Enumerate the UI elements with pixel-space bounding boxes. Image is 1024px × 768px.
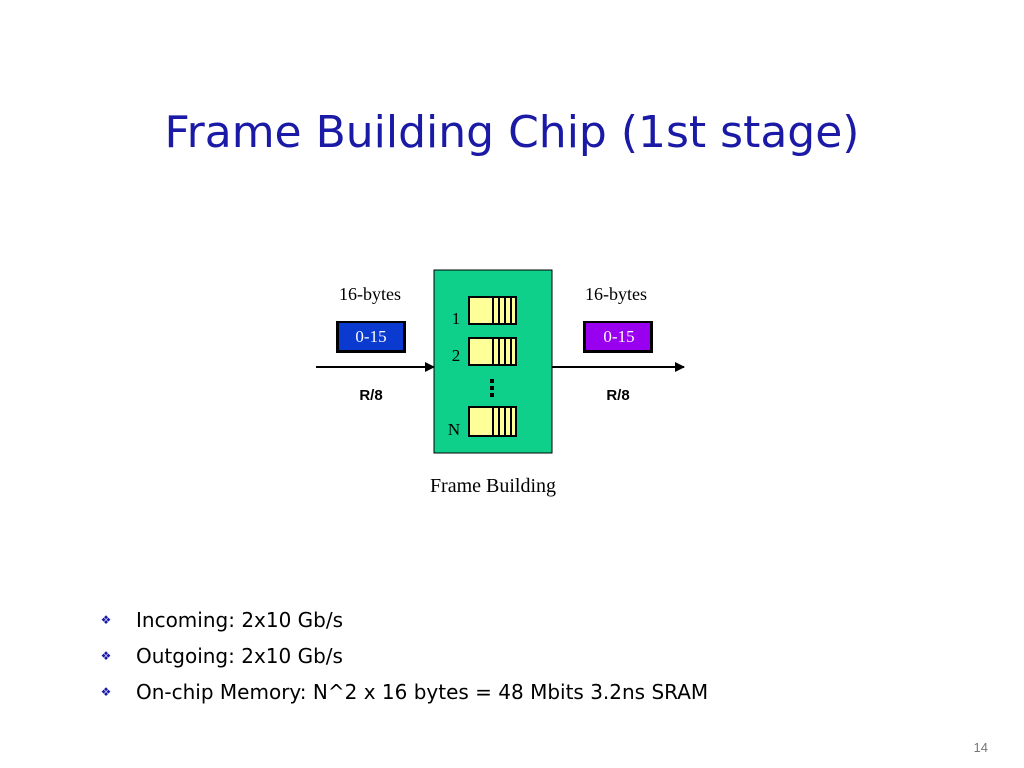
bullet-item: ❖ Outgoing: 2x10 Gb/s [98, 638, 708, 674]
output-rate-label: R/8 [606, 387, 629, 404]
diamond-bullet-icon: ❖ [100, 613, 112, 627]
input-range-box-fill [339, 323, 403, 350]
output-range-label: 0-15 [603, 327, 634, 346]
queue-label-2: 2 [452, 346, 461, 365]
queue-label-n: N [448, 420, 460, 439]
bullet-text: Incoming: 2x10 Gb/s [136, 608, 344, 632]
bullet-list: ❖ Incoming: 2x10 Gb/s ❖ Outgoing: 2x10 G… [98, 602, 709, 710]
queue-ellipsis-dots [490, 379, 494, 397]
bullet-item: ❖ Incoming: 2x10 Gb/s [98, 602, 708, 638]
chip-caption: Frame Building [430, 475, 556, 497]
queue-label-1: 1 [452, 309, 461, 328]
queue-buffer-1 [468, 296, 517, 325]
input-range-label: 0-15 [355, 327, 386, 346]
bullet-item: ❖ On-chip Memory: N^2 x 16 bytes = 48 Mb… [98, 674, 709, 710]
diamond-bullet-icon: ❖ [100, 649, 112, 663]
bullet-text: Outgoing: 2x10 Gb/s [136, 644, 343, 668]
queue-buffer-n [468, 406, 517, 437]
output-size-label: 16-bytes [585, 284, 647, 304]
queue-buffer-2 [468, 337, 517, 366]
output-range-box-fill [586, 323, 650, 350]
slide-title: Frame Building Chip (1st stage) [164, 107, 860, 158]
input-size-label: 16-bytes [339, 284, 401, 304]
diamond-bullet-icon: ❖ [100, 685, 112, 699]
input-rate-label: R/8 [359, 387, 382, 404]
bullet-text: On-chip Memory: N^2 x 16 bytes = 48 Mbit… [136, 680, 709, 704]
page-number: 14 [973, 740, 988, 755]
